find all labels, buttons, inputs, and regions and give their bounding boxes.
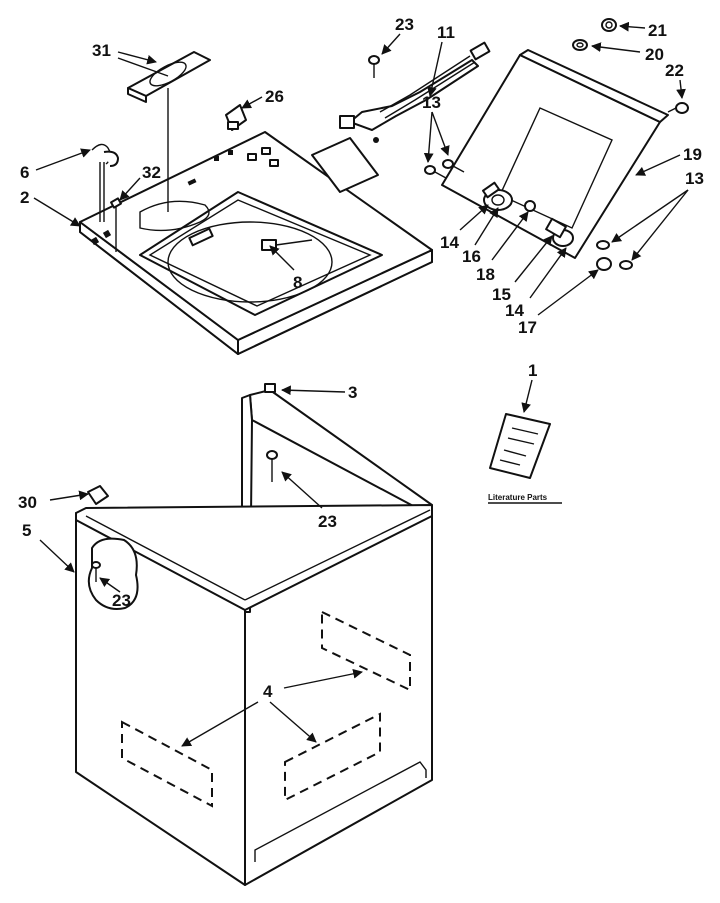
callout-11: 11	[437, 23, 455, 42]
callout-15: 15	[492, 285, 511, 304]
nut-21	[601, 18, 617, 32]
callout-19: 19	[683, 145, 702, 164]
literature-booklet	[489, 413, 551, 479]
nut-20	[572, 39, 588, 51]
screw-23-cutaway	[91, 561, 101, 582]
washer-17	[596, 257, 612, 271]
callout-3: 3	[348, 383, 357, 402]
callout-23-cutaway: 23	[112, 591, 131, 610]
callout-2: 2	[20, 188, 29, 207]
callout-13-right: 13	[685, 169, 704, 188]
clip-30	[87, 485, 109, 505]
screw-22	[667, 102, 689, 114]
screws-13-right	[596, 240, 633, 270]
callout-8: 8	[293, 273, 302, 292]
callout-13-top: 13	[422, 93, 441, 112]
callout-21: 21	[648, 21, 667, 40]
screw-23-mid	[266, 450, 278, 482]
literature-caption: Literature Parts	[488, 493, 548, 502]
callout-5: 5	[22, 521, 31, 540]
screw-23-top	[368, 55, 380, 78]
callout-26: 26	[265, 87, 284, 106]
wire-harness	[311, 41, 491, 193]
clip-32	[110, 197, 122, 209]
cabinet	[75, 389, 433, 886]
callout-23-mid: 23	[318, 512, 337, 531]
callout-4: 4	[263, 682, 273, 701]
callout-32: 32	[142, 163, 161, 182]
hinge-6	[91, 143, 119, 222]
top-panel	[79, 131, 433, 355]
clip-26	[225, 104, 247, 131]
callout-17: 17	[518, 318, 537, 337]
callout-16: 16	[462, 247, 481, 266]
callout-6: 6	[20, 163, 29, 182]
screws-13-top	[424, 159, 465, 179]
bleach-cover	[127, 51, 211, 103]
callout-14-left: 14	[440, 233, 459, 252]
callout-31: 31	[92, 41, 111, 60]
callout-14-right: 14	[505, 301, 524, 320]
callout-22: 22	[665, 61, 684, 80]
callout-labels: 31 26 6 2 32 8 23 11 13 21 20 22 19 13 1…	[18, 15, 704, 701]
callout-20: 20	[645, 45, 664, 64]
callout-23-top: 23	[395, 15, 414, 34]
clip-3	[264, 383, 276, 393]
callout-30: 30	[18, 493, 37, 512]
callout-18: 18	[476, 265, 495, 284]
screw-8	[261, 239, 313, 251]
leader-lines	[33, 21, 689, 747]
callout-1: 1	[528, 361, 537, 380]
